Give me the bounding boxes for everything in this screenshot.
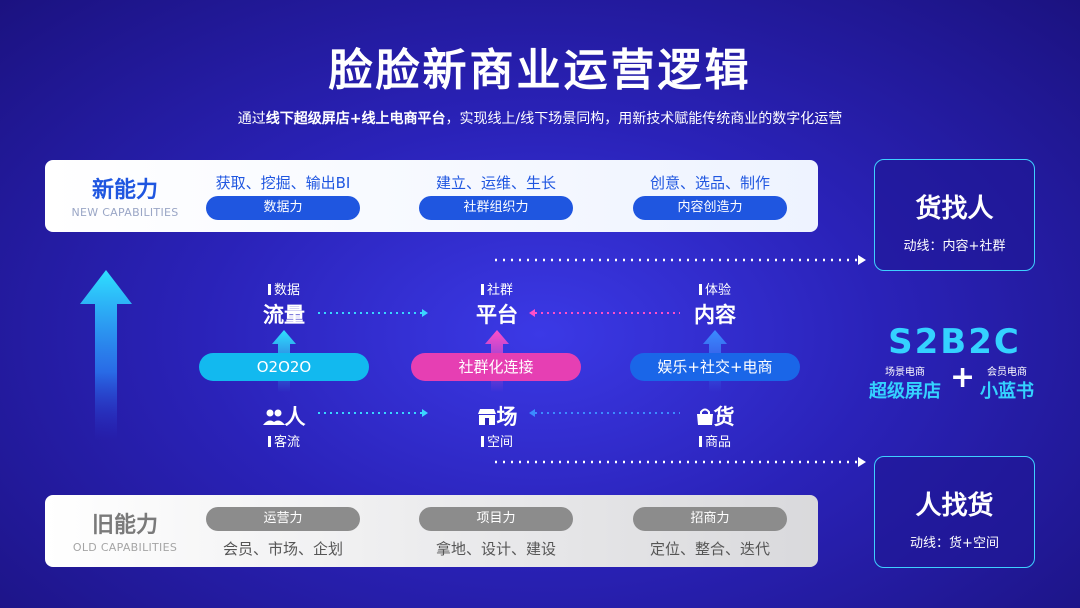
node-data-label: 数据 bbox=[224, 279, 344, 298]
new-cap-text-3: 创意、选品、制作 bbox=[649, 174, 770, 192]
goods-find-people-desc: 动线：内容+社群 bbox=[903, 239, 1006, 254]
goods-find-people-title: 货找人 bbox=[915, 194, 994, 224]
node-customer-flow-label: 客流 bbox=[224, 431, 344, 450]
big-up-arrow-icon bbox=[80, 270, 132, 440]
people-find-goods-title: 人找货 bbox=[915, 491, 994, 521]
pill-community-connection: 社群化连接 bbox=[411, 353, 581, 381]
bag-icon bbox=[696, 408, 713, 425]
bar-marker-icon bbox=[698, 284, 702, 295]
node-experience-label: 体验 bbox=[655, 279, 775, 298]
old-cap-text-1: 会员、市场、企划 bbox=[222, 540, 343, 558]
node-place-text: 场 bbox=[496, 405, 518, 429]
old-band-subtitle: OLD CAPABILITIES bbox=[72, 541, 178, 554]
new-capabilities-band: 新能力 NEW CAPABILITIES 获取、挖掘、输出BI 数据力 建立、运… bbox=[45, 160, 818, 232]
node-place: 场 bbox=[437, 401, 557, 431]
node-space-label: 空间 bbox=[437, 431, 557, 450]
subtitle-suffix: ，实现线上/线下场景同构，用新技术赋能传统商业的数字化运营 bbox=[445, 111, 843, 127]
node-community-label: 社群 bbox=[437, 279, 557, 298]
node-traffic: 流量 bbox=[263, 303, 305, 327]
old-band-title: 旧能力 bbox=[91, 513, 158, 538]
node-customer-flow-text: 客流 bbox=[273, 435, 300, 450]
node-community-text: 社群 bbox=[486, 283, 513, 298]
arrow-head-right-icon bbox=[422, 309, 428, 317]
page-title: 脸脸新商业运营逻辑 bbox=[328, 45, 752, 96]
node-goods: 货 bbox=[655, 401, 775, 431]
arrow-head-right-icon bbox=[858, 255, 866, 265]
little-blue-book-label: 小蓝书 bbox=[980, 381, 1034, 402]
old-capabilities-band: 旧能力 OLD CAPABILITIES 运营力 会员、市场、企划 项目力 拿地… bbox=[45, 495, 818, 567]
node-person-text: 人 bbox=[284, 405, 306, 429]
node-data-text: 数据 bbox=[273, 283, 300, 298]
node-platform: 平台 bbox=[476, 303, 518, 327]
new-band-title: 新能力 bbox=[91, 178, 158, 203]
store-icon bbox=[477, 409, 496, 425]
old-cap-pill-3: 招商力 bbox=[633, 507, 787, 531]
new-cap-text-2: 建立、运维、生长 bbox=[435, 174, 556, 192]
node-experience-text: 体验 bbox=[704, 283, 731, 298]
node-content: 内容 bbox=[694, 303, 736, 327]
node-product-label: 商品 bbox=[655, 431, 775, 450]
s2b2c-label: S2B2C bbox=[888, 322, 1021, 362]
pill-entertainment-social-ecommerce: 娱乐+社交+电商 bbox=[630, 353, 800, 381]
bar-marker-icon bbox=[480, 436, 484, 447]
old-cap-pill-1: 运营力 bbox=[206, 507, 360, 531]
old-cap-text-2: 拿地、设计、建设 bbox=[435, 540, 556, 558]
goods-find-people-box: 货找人 动线：内容+社群 bbox=[874, 159, 1035, 271]
new-cap-text-1: 获取、挖掘、输出BI bbox=[215, 174, 351, 192]
subtitle-prefix: 通过 bbox=[237, 111, 266, 127]
super-screen-store-label: 超级屏店 bbox=[869, 381, 941, 402]
arrow-head-right-icon bbox=[422, 409, 428, 417]
bar-marker-icon bbox=[267, 284, 271, 295]
old-cap-text-3: 定位、整合、迭代 bbox=[649, 540, 770, 558]
people-find-goods-box: 人找货 动线：货+空间 bbox=[874, 456, 1035, 568]
node-space-text: 空间 bbox=[486, 435, 513, 450]
node-person: 人 bbox=[224, 401, 344, 431]
old-cap-pill-2: 项目力 bbox=[419, 507, 573, 531]
new-cap-pill-2: 社群组织力 bbox=[419, 196, 573, 220]
node-goods-text: 货 bbox=[713, 405, 735, 429]
member-ecommerce-label: 会员电商 bbox=[987, 367, 1027, 378]
plus-sign: + bbox=[950, 360, 976, 395]
arrow-head-left-icon bbox=[529, 409, 535, 417]
subtitle-bold: 线下超级屏店+线上电商平台 bbox=[265, 111, 446, 127]
page-subtitle: 通过线下超级屏店+线上电商平台，实现线上/线下场景同构，用新技术赋能传统商业的数… bbox=[0, 108, 1080, 128]
pill-o2o2o: O2O2O bbox=[199, 353, 369, 381]
new-cap-pill-1: 数据力 bbox=[206, 196, 360, 220]
arrow-head-right-icon bbox=[858, 457, 866, 467]
node-product-text: 商品 bbox=[704, 435, 731, 450]
bar-marker-icon bbox=[480, 284, 484, 295]
people-icon bbox=[262, 409, 285, 425]
arrow-head-left-icon bbox=[529, 309, 535, 317]
scene-ecommerce-label: 场景电商 bbox=[885, 367, 925, 378]
bar-marker-icon bbox=[267, 436, 271, 447]
new-band-subtitle: NEW CAPABILITIES bbox=[71, 206, 179, 219]
people-find-goods-desc: 动线：货+空间 bbox=[910, 536, 999, 551]
bar-marker-icon bbox=[698, 436, 702, 447]
new-cap-pill-3: 内容创造力 bbox=[633, 196, 787, 220]
